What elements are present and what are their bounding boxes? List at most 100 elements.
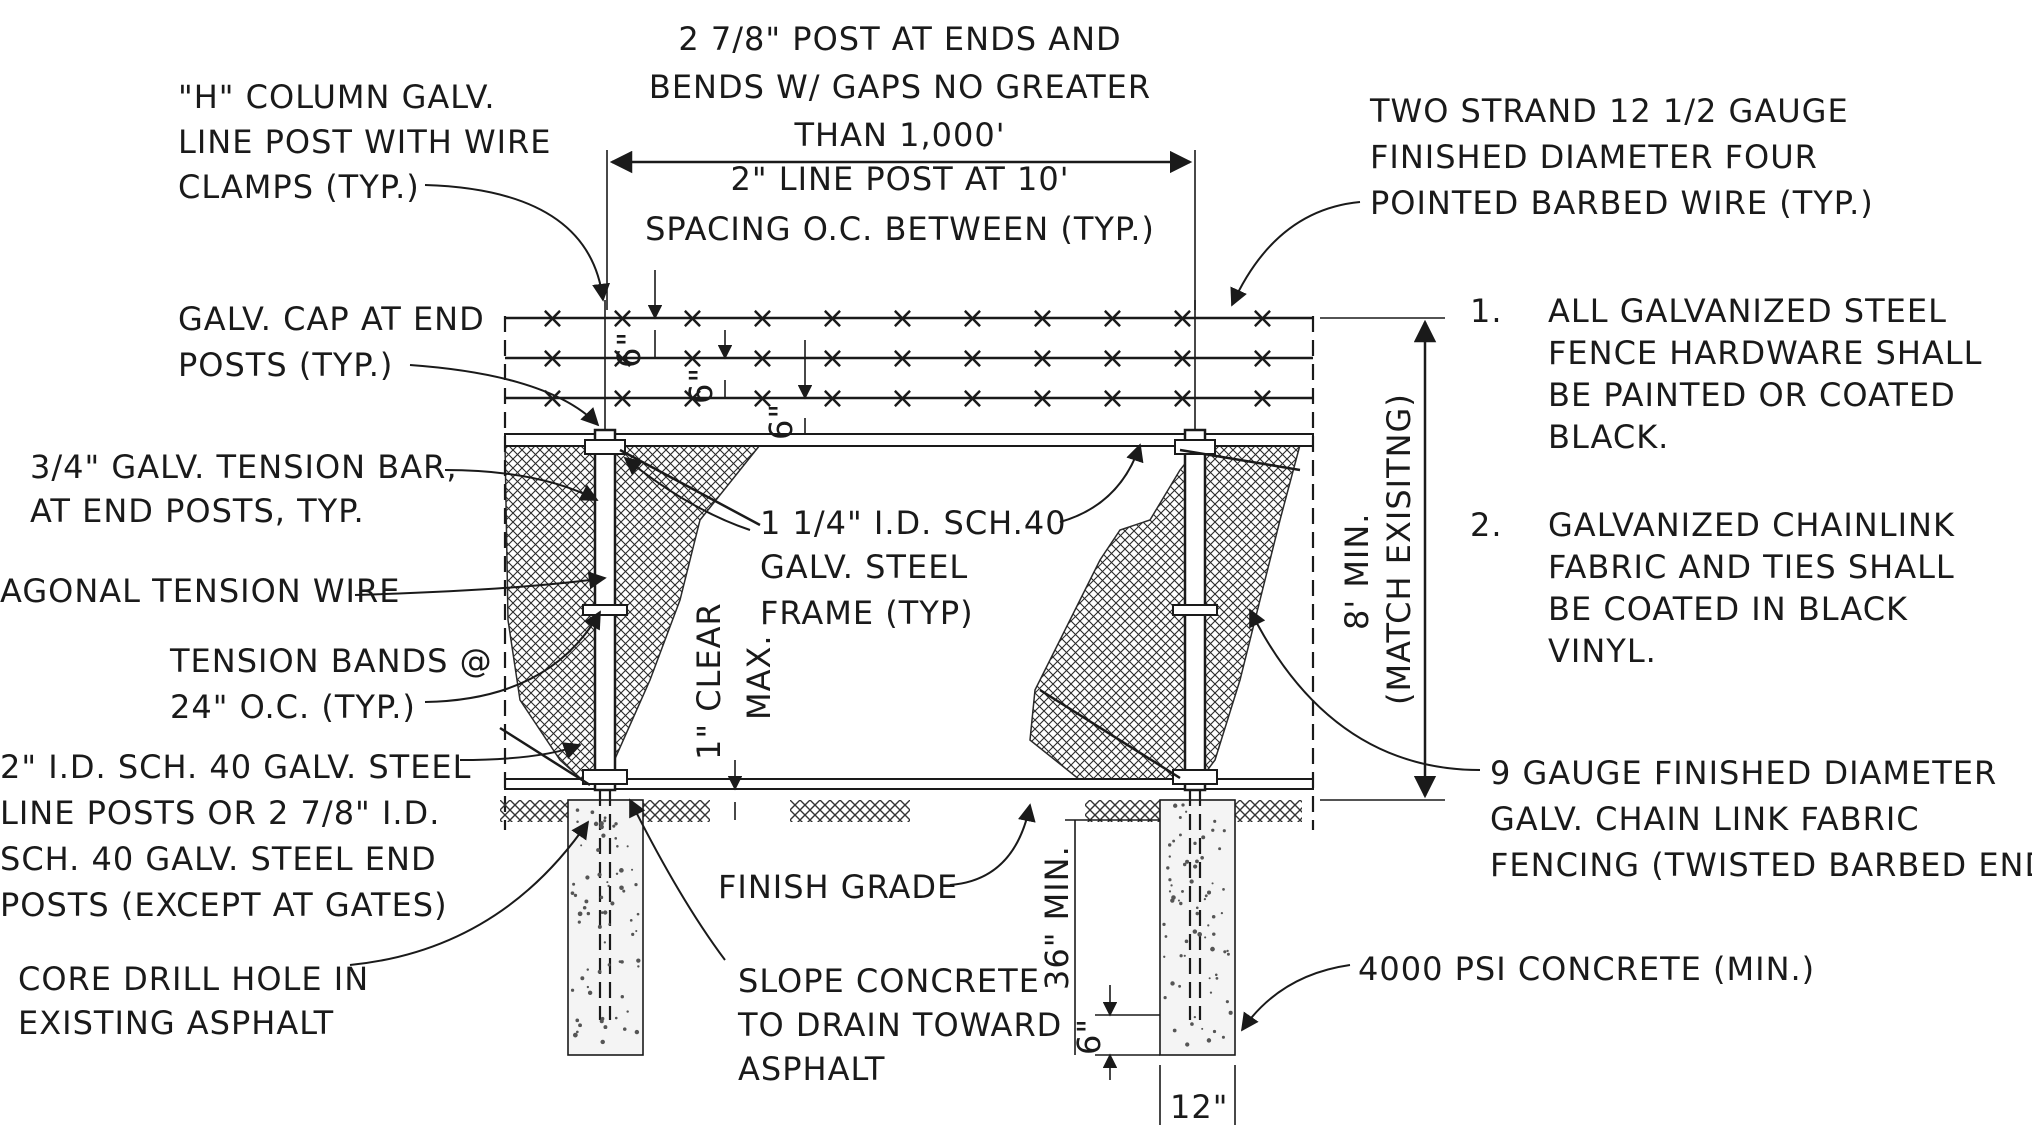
concrete-speckle [593, 821, 599, 827]
concrete-speckle [1178, 833, 1182, 837]
barb-mark: × [820, 341, 846, 376]
concrete-speckle [603, 819, 607, 823]
concrete-speckle [1228, 1010, 1233, 1015]
line-posts-line-1: 2" I.D. SCH. 40 GALV. STEEL [0, 748, 471, 786]
barb-mark: × [610, 341, 636, 376]
concrete-speckle [584, 899, 589, 904]
barb-mark: × [680, 301, 706, 336]
slope-concrete-line-2: TO DRAIN TOWARD [737, 1006, 1062, 1044]
concrete-speckle [1223, 950, 1227, 954]
concrete-speckle [619, 885, 624, 891]
concrete-speckle [582, 905, 587, 910]
concrete-speckle [1222, 829, 1226, 833]
concrete-speckle [616, 845, 619, 848]
h-column-line-2: LINE POST WITH WIRE [178, 123, 552, 161]
left-end-post [582, 300, 628, 792]
barb-mark: × [1250, 381, 1276, 416]
concrete-speckle [1170, 884, 1173, 887]
concrete-speckle [1193, 864, 1198, 869]
post-spacing-line-4: 2" LINE POST AT 10' [731, 160, 1070, 198]
barb-mark: × [1170, 381, 1196, 416]
concrete-speckle [1211, 882, 1214, 885]
chain-link-line-3: FENCING (TWISTED BARBED ENDS) [1490, 846, 2032, 884]
concrete-speckle [599, 1019, 604, 1024]
line-posts-line-3: SCH. 40 GALV. STEEL END [0, 840, 437, 878]
concrete-speckle [1170, 981, 1175, 986]
note-2-line-2: FABRIC AND TIES SHALL [1548, 548, 1955, 586]
concrete-speckle [577, 920, 581, 924]
concrete-speckle [1178, 984, 1182, 988]
note-2-line-1: GALVANIZED CHAINLINK [1548, 506, 1955, 544]
concrete-speckle [599, 824, 604, 830]
concrete-speckle [1221, 1035, 1225, 1039]
concrete-speckle [1181, 803, 1185, 807]
concrete-speckle [1173, 803, 1178, 808]
concrete-speckle [631, 932, 635, 936]
concrete-speckle [1213, 819, 1217, 823]
concrete-speckle [1164, 935, 1168, 938]
concrete-speckle [1166, 866, 1170, 870]
concrete-speckle [1181, 889, 1184, 893]
core-drill-line-1: CORE DRILL HOLE IN [18, 960, 369, 998]
concrete-speckle [599, 821, 604, 826]
concrete-speckle [1185, 1042, 1190, 1047]
concrete-speckle [1206, 890, 1212, 895]
concrete-speckle [1204, 936, 1207, 939]
barbed-wire-line-2: FINISHED DIAMETER FOUR [1370, 138, 1818, 176]
barb-mark: × [960, 301, 986, 336]
concrete-speckle [1200, 855, 1204, 860]
concrete-speckle [577, 911, 583, 917]
concrete-speckle [572, 1032, 578, 1038]
concrete-speckle [580, 844, 583, 847]
concrete-speckle [1193, 841, 1197, 846]
concrete-speckle [618, 960, 622, 963]
core-drill-line-2: EXISTING ASPHALT [18, 1004, 334, 1042]
barb-mark: × [1030, 301, 1056, 336]
footing-width-dimension: 12" [1170, 1088, 1228, 1125]
slope-concrete-line-1: SLOPE CONCRETE [738, 962, 1040, 1000]
asphalt-hatch-5 [1232, 800, 1302, 822]
concrete-speckle [1168, 878, 1172, 882]
barb-mark: × [820, 301, 846, 336]
concrete-speckle [1190, 1022, 1194, 1026]
finish-grade-label: FINISH GRADE [718, 868, 958, 906]
concrete-speckle [1184, 939, 1189, 944]
concrete-speckle [570, 891, 575, 895]
chain-link-fabric-right [1029, 444, 1301, 781]
barb-mark: × [890, 341, 916, 376]
concrete-speckle [1168, 855, 1171, 858]
concrete-speckle [1208, 977, 1211, 980]
concrete-speckle [634, 882, 638, 887]
concrete-speckle [603, 941, 607, 944]
note-1-number: 1. [1470, 292, 1503, 330]
concrete-speckle [586, 985, 590, 989]
barb-mark: × [1100, 381, 1126, 416]
barb-mark: × [750, 381, 776, 416]
concrete-speckle [1201, 835, 1206, 840]
concrete-speckle [1212, 1029, 1217, 1034]
frame-line-3: FRAME (TYP) [760, 594, 974, 632]
galv-cap-line-2: POSTS (TYP.) [178, 346, 393, 384]
concrete-speckle [606, 881, 609, 884]
asphalt-hatch-3 [790, 800, 910, 822]
concrete-speckle [1168, 843, 1172, 847]
concrete-speckle [1207, 924, 1210, 927]
concrete-speckle [576, 1030, 579, 1034]
concrete-speckle [620, 994, 624, 999]
clearance-line-2: MAX. [740, 634, 778, 720]
concrete-speckle [614, 1016, 618, 1020]
concrete-speckle [575, 1018, 580, 1023]
concrete-speckle [1179, 901, 1183, 906]
concrete-speckle [1185, 810, 1188, 813]
concrete-speckle [1209, 991, 1213, 994]
barb-mark: × [1250, 341, 1276, 376]
concrete-speckle [597, 924, 602, 929]
concrete-speckle [585, 875, 590, 880]
barb-mark: × [680, 381, 706, 416]
concrete-speckle [1226, 949, 1229, 953]
concrete-label: 4000 PSI CONCRETE (MIN.) [1358, 950, 1815, 988]
barb-mark: × [1170, 341, 1196, 376]
concrete-speckle [614, 822, 618, 826]
concrete-speckle [599, 895, 604, 900]
barb-mark: × [540, 341, 566, 376]
